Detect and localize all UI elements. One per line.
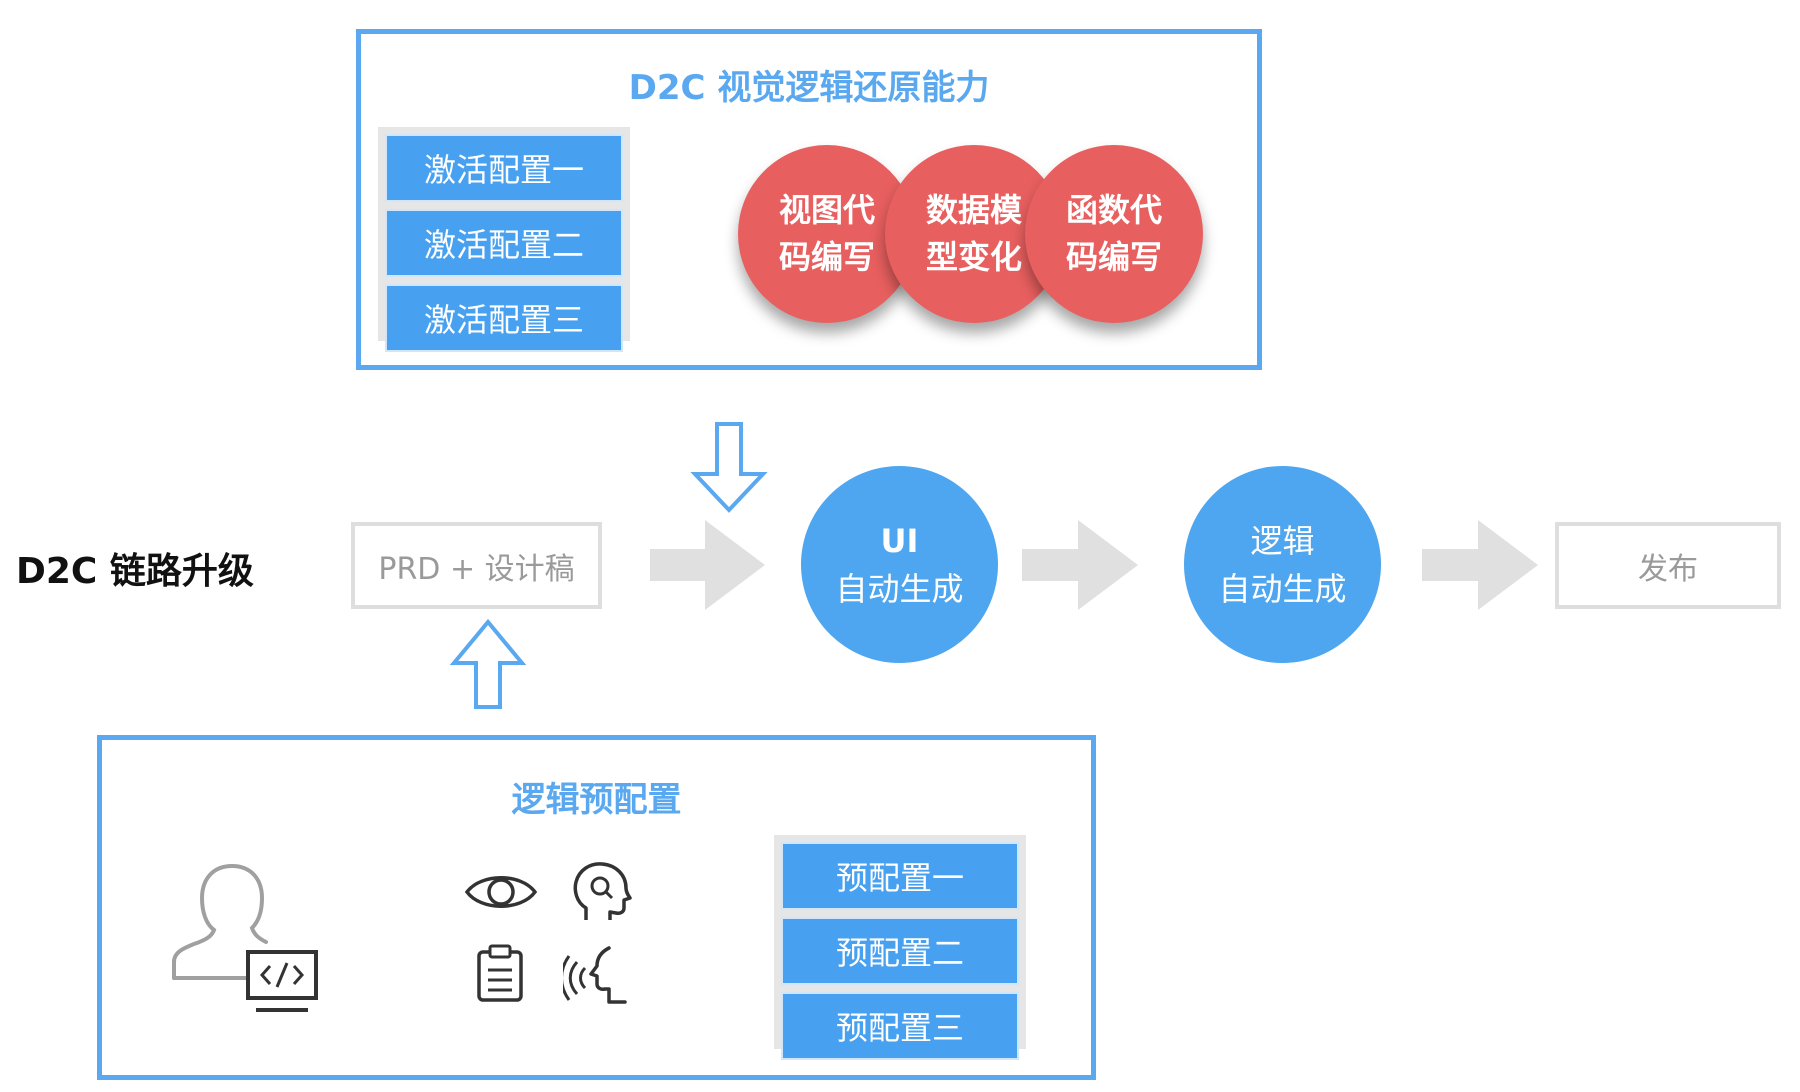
developer-icon bbox=[172, 863, 318, 1012]
flow-arrow-3 bbox=[1422, 520, 1538, 610]
visual-logic-panel-title: D2C 视觉逻辑还原能力 bbox=[628, 68, 990, 108]
publish-box-label: 发布 bbox=[1638, 551, 1698, 587]
capability-function-code-label: 函数代码编写 bbox=[1065, 191, 1162, 276]
logic-autogen-line2: 自动生成 bbox=[1218, 569, 1347, 608]
input-box[interactable]: PRD + 设计稿 bbox=[351, 522, 602, 609]
outline-arrow-up bbox=[449, 618, 527, 709]
outline-arrow-down bbox=[690, 422, 768, 513]
activation-config-2[interactable]: 激活配置二 bbox=[385, 209, 623, 277]
capability-view-code-label: 视图代码编写 bbox=[778, 191, 875, 276]
flow-arrow-1 bbox=[650, 520, 765, 610]
preconfig-stack: 预配置一 预配置二 预配置三 bbox=[774, 835, 1026, 1060]
ui-autogen-node: UI 自动生成 bbox=[801, 466, 998, 663]
logic-autogen-node: 逻辑 自动生成 bbox=[1184, 466, 1381, 663]
clipboard-icon bbox=[477, 944, 523, 1002]
logic-preconfig-panel-title: 逻辑预配置 bbox=[511, 780, 682, 820]
flow-arrow-2 bbox=[1022, 520, 1138, 610]
logic-autogen-line1: 逻辑 bbox=[1250, 521, 1315, 560]
preconfig-3[interactable]: 预配置三 bbox=[781, 992, 1019, 1060]
publish-box[interactable]: 发布 bbox=[1555, 522, 1781, 609]
preconfig-2[interactable]: 预配置二 bbox=[781, 917, 1019, 985]
capability-function-code: 函数代码编写 bbox=[1025, 145, 1203, 323]
activation-config-1[interactable]: 激活配置一 bbox=[385, 134, 623, 202]
ui-autogen-line2: 自动生成 bbox=[835, 569, 964, 608]
pipeline-label: D2C 链路升级 bbox=[16, 551, 254, 592]
activation-config-stack: 激活配置一 激活配置二 激活配置三 bbox=[378, 127, 630, 352]
head-analysis-icon bbox=[573, 862, 632, 920]
activation-config-3[interactable]: 激活配置三 bbox=[385, 284, 623, 352]
capability-data-model-label: 数据模型变化 bbox=[925, 191, 1022, 276]
ui-autogen-line1: UI bbox=[880, 521, 919, 560]
eye-icon bbox=[464, 876, 538, 908]
voice-icon bbox=[563, 946, 627, 1004]
preconfig-1[interactable]: 预配置一 bbox=[781, 842, 1019, 910]
input-box-label: PRD + 设计稿 bbox=[378, 551, 575, 587]
